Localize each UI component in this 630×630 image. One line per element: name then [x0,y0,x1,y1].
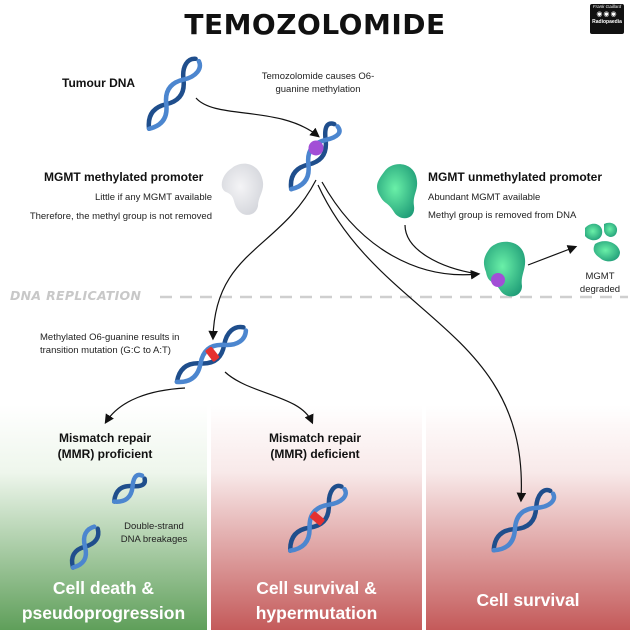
dna-helix-replicated [174,324,249,385]
label-methylation-note: Temozolomide causes O6- guanine methylat… [261,71,375,95]
mgmt-fragment-1 [585,223,603,241]
label-breakage-note: Double-strand DNA breakages [120,521,188,545]
text-mgmt-unmethylated-2: Methyl group is removed from DNA [428,210,577,221]
outcome-cell-survival: Cell survival [476,590,580,610]
dna-broken-lower [69,524,101,570]
text-mgmt-unmethylated-1: Abundant MGMT available [428,192,541,203]
arrow-to-mgmt [321,181,481,280]
dna-helix-survival [491,487,557,553]
text-mgmt-methylated-1: Little if any MGMT available [94,192,212,203]
label-mgmt-methylated: MGMT methylated promoter [44,170,204,184]
text-mgmt-methylated-2: Therefore, the methyl group is not remov… [29,211,212,222]
mgmt-absent-blob [221,163,264,215]
arrow-to-methylation [195,97,320,138]
mgmt-fragment-3 [593,241,620,262]
label-transition-note: Methylated O6-guanine results in transit… [40,332,180,356]
outcome-hypermutation: Cell survival & hypermutation [255,578,378,623]
outcome-cell-death: Cell death & pseudoprogression [21,578,186,623]
label-mmr-deficient: Mismatch repair (MMR) deficient [268,431,362,461]
removed-methyl-icon [491,273,505,287]
arrow-to-cell-survival [317,184,527,503]
arrow-mgmt-link [404,224,479,275]
credit-badge: Frank Gaillard ◉◉◉ Radiopaedia [590,4,624,34]
methyl-group-icon [308,140,324,156]
arrow-to-mmr-proficient [104,387,186,425]
dna-helix-tumour [146,56,203,132]
label-mgmt-degraded: MGMT degraded [579,271,621,295]
credit-source: Radiopaedia [592,19,622,25]
label-tumour-dna: Tumour DNA [62,76,136,90]
dna-broken-upper [111,472,148,504]
arrow-to-mmr-deficient [224,371,314,425]
credit-author: Frank Gaillard [592,4,622,9]
cc-license-icon: ◉◉◉ [596,11,618,18]
label-mmr-proficient: Mismatch repair (MMR) proficient [57,431,153,461]
mgmt-bound-blob [483,241,526,297]
dna-helix-mutated [288,483,348,553]
label-dna-replication: DNA REPLICATION [10,288,142,303]
label-mgmt-unmethylated: MGMT unmethylated promoter [428,170,603,184]
arrow-to-replication [208,179,317,341]
panel-mmr-proficient [0,405,207,630]
arrow-to-degraded [527,245,578,266]
mgmt-protein-blob [377,164,418,219]
mgmt-fragment-2 [604,222,618,237]
page-title: TEMOZOLOMIDE [184,8,446,41]
panel-cell-survival [426,405,630,630]
